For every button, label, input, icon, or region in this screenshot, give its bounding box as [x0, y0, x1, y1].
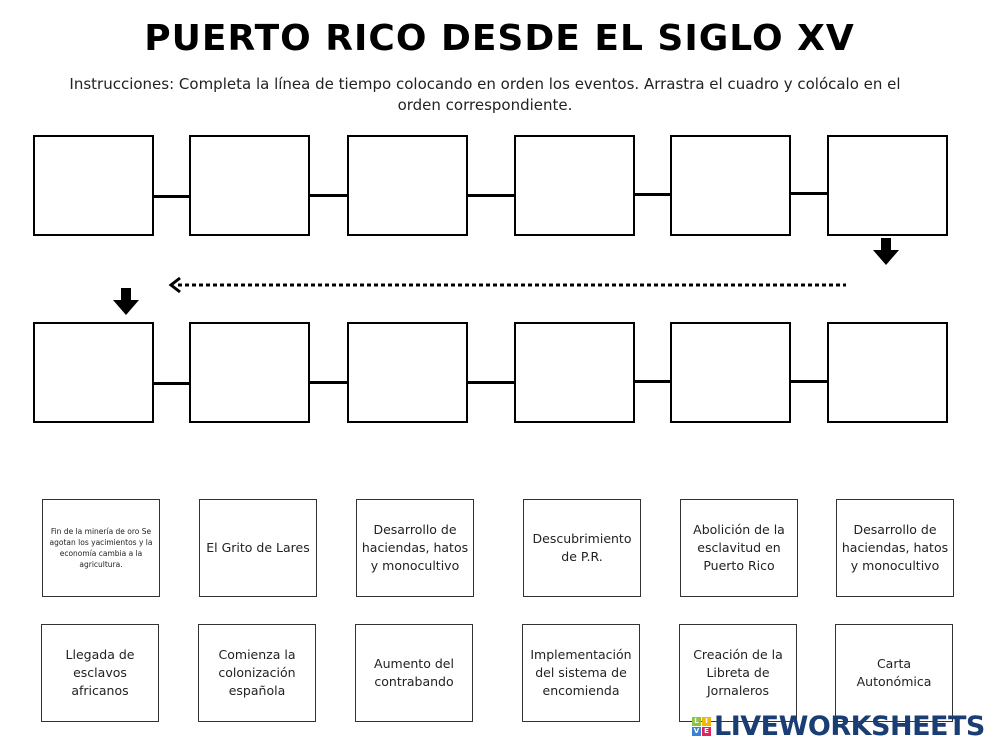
timeline-connector: [633, 380, 671, 383]
event-card[interactable]: Comienza la colonización española: [198, 624, 316, 722]
instructions: Instrucciones: Completa la línea de tiem…: [69, 75, 901, 114]
event-card[interactable]: Implementación del sistema de encomienda: [522, 624, 640, 722]
event-card[interactable]: Descubrimiento de P.R.: [523, 499, 641, 597]
event-card[interactable]: Fin de la minería de oro Se agotan los y…: [42, 499, 160, 597]
timeline-connector: [789, 380, 828, 383]
event-card[interactable]: Desarrollo de haciendas, hatos y monocul…: [356, 499, 474, 597]
arrow-down-icon: [113, 288, 139, 315]
drop-slot-5[interactable]: [670, 135, 791, 236]
drop-slot-10[interactable]: [514, 322, 635, 423]
logo-text: LIVEWORKSHEETS: [714, 711, 985, 742]
drop-slot-1[interactable]: [33, 135, 154, 236]
arrow-down-icon: [873, 238, 899, 265]
drop-slot-6[interactable]: [827, 135, 948, 236]
drop-slot-8[interactable]: [189, 322, 310, 423]
timeline-connector: [466, 381, 515, 384]
event-card[interactable]: Llegada de esclavos africanos: [41, 624, 159, 722]
timeline-connector: [152, 195, 190, 198]
logo-icon: L I V E: [692, 717, 711, 736]
drop-slot-3[interactable]: [347, 135, 468, 236]
drop-slot-11[interactable]: [670, 322, 791, 423]
event-card[interactable]: Abolición de la esclavitud en Puerto Ric…: [680, 499, 798, 597]
dotted-arrow-left-icon: [168, 276, 846, 294]
liveworksheets-logo: L I V E LIVEWORKSHEETS: [692, 711, 985, 742]
event-card[interactable]: Creación de la Libreta de Jornaleros: [679, 624, 797, 722]
drop-slot-9[interactable]: [347, 322, 468, 423]
event-card[interactable]: Carta Autonómica: [835, 624, 953, 722]
drop-slot-2[interactable]: [189, 135, 310, 236]
timeline-connector: [308, 194, 348, 197]
timeline-connector: [308, 381, 348, 384]
drop-slot-12[interactable]: [827, 322, 948, 423]
event-card[interactable]: Aumento del contrabando: [355, 624, 473, 722]
timeline-connector: [633, 193, 671, 196]
drop-slot-4[interactable]: [514, 135, 635, 236]
timeline-connector: [466, 194, 515, 197]
timeline-connector: [152, 382, 190, 385]
drop-slot-7[interactable]: [33, 322, 154, 423]
event-card[interactable]: El Grito de Lares: [199, 499, 317, 597]
timeline-connector: [789, 192, 828, 195]
event-card[interactable]: Desarrollo de haciendas, hatos y monocul…: [836, 499, 954, 597]
page-title: PUERTO RICO DESDE EL SIGLO XV: [144, 18, 855, 59]
